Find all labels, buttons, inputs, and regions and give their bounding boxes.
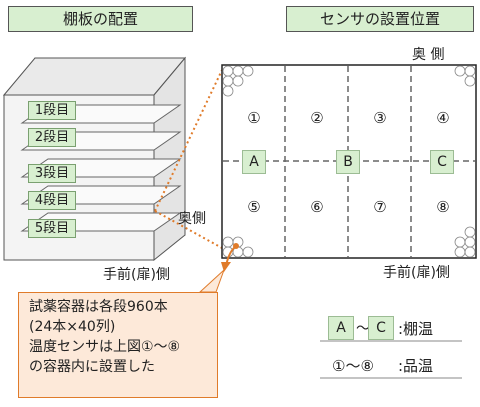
sensor-6: ⑥ — [310, 198, 324, 216]
front-door-label-left: 手前(扉)側 — [103, 267, 170, 283]
note-line-1: 試薬容器は各段960本 — [29, 299, 168, 315]
back-side-label-mid: 奥側 — [178, 211, 206, 227]
sensor-5: ⑤ — [247, 198, 261, 216]
sensor-3: ③ — [373, 109, 387, 127]
shelf-label-2: 2段目 — [28, 128, 76, 147]
shelf-layout-title: 棚板の配置 — [8, 6, 193, 32]
shelf-label-1: 1段目 — [28, 101, 76, 120]
note-callout: 試薬容器は各段960本 (24本×40列) 温度センサは上図①～⑧ の容器内に設… — [18, 292, 218, 398]
note-line-4: の容器内に設置した — [29, 359, 155, 375]
shelf-label-4: 4段目 — [28, 191, 76, 210]
sensor-7: ⑦ — [373, 198, 387, 216]
shelf-sensor-a: A — [242, 150, 266, 174]
sensor-position-title: センサの設置位置 — [286, 6, 474, 32]
legend-a-box: A — [328, 316, 354, 340]
sensor-1: ① — [247, 109, 261, 127]
legend-shelf-temp: :棚温 — [398, 320, 434, 338]
shelf-label-5: 5段目 — [28, 219, 76, 238]
legend-sensor-range: ①～⑧ — [332, 357, 374, 375]
legend-product-temp: :品温 — [398, 357, 434, 375]
legend-tilde: ～ — [356, 321, 370, 337]
legend-c-box: C — [368, 316, 394, 340]
sensor-2: ② — [310, 109, 324, 127]
sensor-8: ⑧ — [436, 198, 450, 216]
back-side-label-top: 奥 側 — [412, 47, 445, 63]
front-door-label-right: 手前(扉)側 — [383, 265, 450, 281]
shelf-sensor-b: B — [336, 150, 360, 174]
note-line-3: 温度センサは上図①～⑧ — [29, 339, 181, 355]
shelf-label-3: 3段目 — [28, 164, 76, 183]
note-line-2: (24本×40列) — [29, 319, 116, 335]
sensor-4: ④ — [436, 109, 450, 127]
shelf-sensor-c: C — [430, 150, 454, 174]
